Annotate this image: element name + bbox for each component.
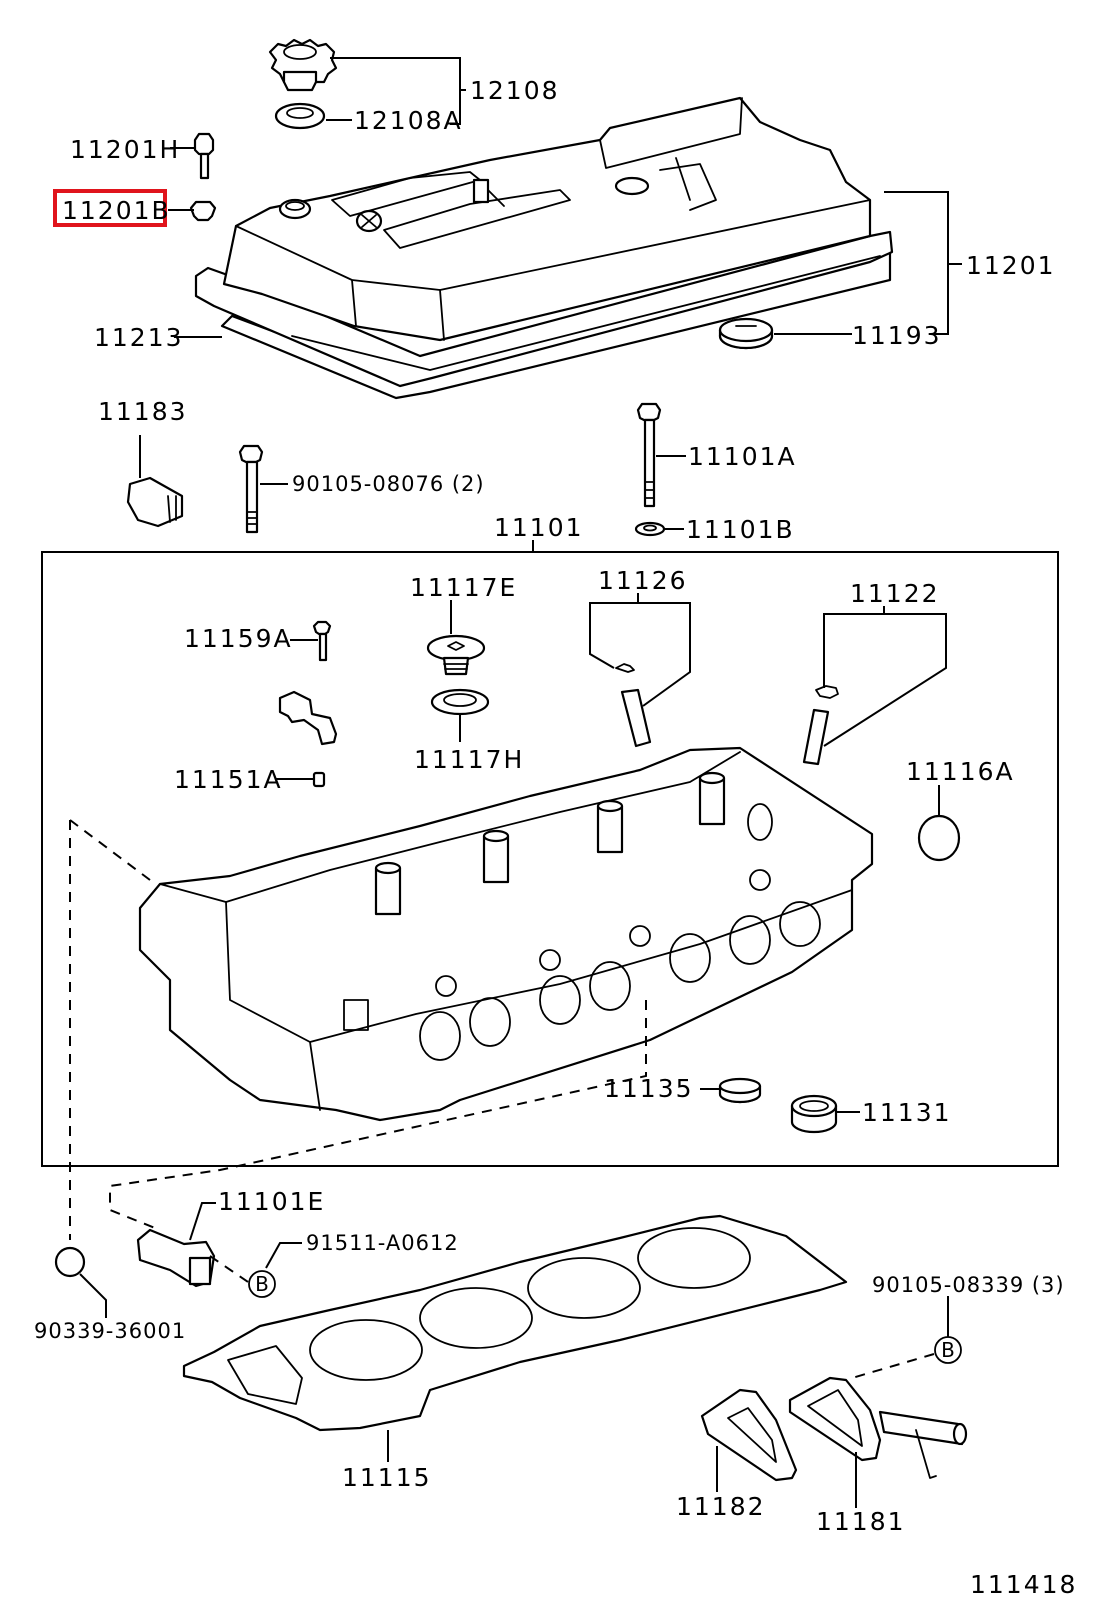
part-label-90339-36001[interactable]: 90339-36001 <box>34 1319 186 1343</box>
part-label-90105-08339[interactable]: 90105-08339 (3) <box>872 1273 1065 1297</box>
pin-11151A-icon <box>312 771 326 788</box>
part-label-11181[interactable]: 11181 <box>816 1507 906 1536</box>
part-label-12108A[interactable]: 12108A <box>354 106 463 135</box>
part-label-11117H[interactable]: 11117H <box>414 745 524 774</box>
leader-11101E <box>189 1202 216 1241</box>
svg-text:B: B <box>255 1272 269 1296</box>
cylinder-head-cover-icon <box>194 96 894 400</box>
part-label-11183[interactable]: 11183 <box>98 397 188 426</box>
part-label-11116A[interactable]: 11116A <box>906 757 1015 786</box>
seal-11135-icon <box>718 1077 762 1104</box>
part-label-11117E[interactable]: 11117E <box>410 573 517 602</box>
part-label-11101E[interactable]: 11101E <box>218 1187 325 1216</box>
leader-91511-A0612 <box>265 1242 302 1269</box>
part-label-11193[interactable]: 11193 <box>852 321 942 350</box>
part-label-11159A[interactable]: 11159A <box>184 624 293 653</box>
grommet-11201B-icon <box>189 200 217 222</box>
leader-11126 <box>589 593 691 707</box>
head-bolt-11101A-icon <box>636 402 662 508</box>
part-label-90105-08076[interactable]: 90105-08076 (2) <box>292 472 485 496</box>
part-label-11115[interactable]: 11115 <box>342 1463 432 1492</box>
dashed-line-callout-b2 <box>851 1353 935 1379</box>
leader-11201 <box>884 191 962 335</box>
dashed-line-callout-b1 <box>209 1255 249 1283</box>
part-label-11201[interactable]: 11201 <box>966 251 1056 280</box>
figure-number: 111418 <box>970 1570 1077 1599</box>
dashed-line-plug <box>69 819 151 881</box>
valve-guide-11126-icon <box>615 663 652 748</box>
cylinder-head-icon <box>138 746 874 1122</box>
water-outlet-housing-11181-icon <box>788 1376 968 1479</box>
bolt-11159A-icon <box>312 620 332 662</box>
dashed-line-sensor <box>109 1000 647 1231</box>
highlight-box-11201B <box>53 189 167 227</box>
part-label-11126[interactable]: 11126 <box>598 566 688 595</box>
head-gasket-11115-icon <box>182 1214 848 1432</box>
bolt-90105-08076-icon <box>238 444 264 534</box>
filler-cap-gasket-icon <box>274 102 326 130</box>
part-label-11182[interactable]: 11182 <box>676 1492 766 1521</box>
leader-12108 <box>330 57 466 125</box>
part-label-11201H[interactable]: 11201H <box>70 135 180 164</box>
part-label-11135[interactable]: 11135 <box>604 1074 694 1103</box>
part-label-11131[interactable]: 11131 <box>862 1098 952 1127</box>
part-label-11151A[interactable]: 11151A <box>174 765 283 794</box>
half-moon-plug-11183-icon <box>126 476 184 528</box>
part-label-91511-A0612[interactable]: 91511-A0612 <box>306 1231 459 1255</box>
svg-text:B: B <box>941 1338 955 1362</box>
plug-90339-36001-icon <box>54 1246 86 1278</box>
washer-11101B-icon <box>634 521 666 537</box>
plug-11116A-icon <box>917 814 961 862</box>
valve-guide-11122-icon <box>802 685 839 766</box>
part-label-12108[interactable]: 12108 <box>470 76 560 105</box>
bolt-11201H-icon <box>193 132 215 180</box>
part-label-11101B[interactable]: 11101B <box>686 515 795 544</box>
seal-11131-icon <box>790 1094 838 1134</box>
leader-11122 <box>823 606 947 747</box>
plug-seal-11193-icon <box>718 317 774 350</box>
camshaft-sensor-11101E-icon <box>136 1228 216 1288</box>
part-label-11213[interactable]: 11213 <box>94 323 184 352</box>
oil-filler-cap-icon <box>268 38 338 92</box>
part-label-11122[interactable]: 11122 <box>850 579 940 608</box>
camshaft-bearing-cap-icon <box>278 690 338 746</box>
cylinder-head-subassembly-frame <box>41 551 1059 1167</box>
plug-11117E-icon <box>426 634 486 676</box>
part-label-11101A[interactable]: 11101A <box>688 442 797 471</box>
leader-90339-36001 <box>79 1273 107 1318</box>
callout-b-bolt-sensor: B <box>248 1270 276 1298</box>
callout-b-bolt-housing: B <box>934 1336 962 1364</box>
gasket-11182-icon <box>700 1388 798 1482</box>
gasket-11117H-icon <box>430 688 490 716</box>
part-label-11201B[interactable]: 11201B <box>62 196 171 225</box>
part-label-11101[interactable]: 11101 <box>494 513 584 542</box>
